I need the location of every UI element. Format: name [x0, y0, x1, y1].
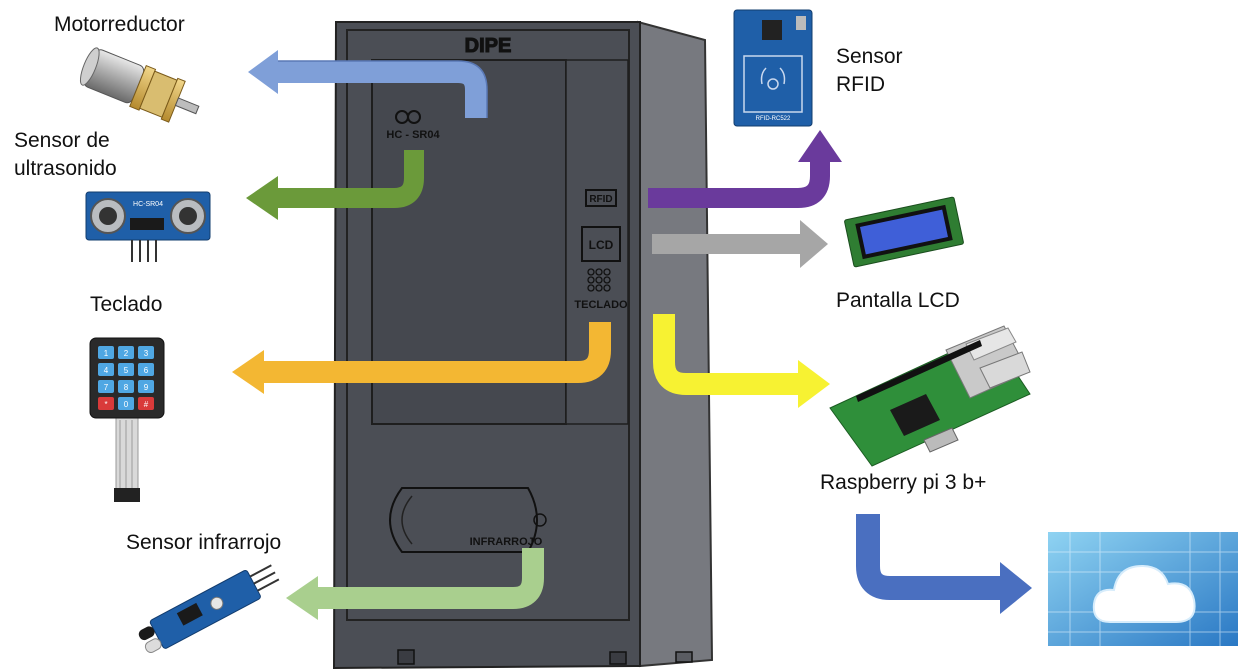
panel-label-keypad: TECLADO	[574, 299, 628, 311]
label-ultrasonic-line1: Sensor de	[14, 128, 110, 154]
panel-label-rfid: RFID	[589, 194, 612, 205]
keypad-key-label: 3	[144, 349, 149, 358]
infrared-image	[135, 558, 282, 657]
ultrasonic-image: HC-SR04	[86, 192, 210, 262]
rfid-board-text: RFID-RC522	[756, 116, 791, 122]
label-raspberry: Raspberry pi 3 b+	[820, 470, 986, 496]
keypad-key-label: *	[104, 400, 107, 409]
keypad-key-label: 8	[124, 383, 129, 392]
arrow-to-cloud	[868, 514, 1032, 614]
keypad-key-label: 7	[104, 383, 109, 392]
keypad-key-label: #	[144, 400, 149, 409]
raspberry-image	[830, 326, 1030, 466]
ultrasonic-board-text: HC-SR04	[133, 201, 163, 208]
panel-label-ultrasonic: HC - SR04	[386, 129, 440, 141]
device-title: DIPE	[465, 35, 512, 57]
keypad-key-label: 5	[124, 366, 129, 375]
label-ultrasonic-line2: ultrasonido	[14, 156, 117, 182]
rfid-image: RFID-RC522	[734, 10, 812, 126]
label-keypad: Teclado	[90, 292, 162, 318]
lcd-image	[844, 197, 964, 267]
label-lcd: Pantalla LCD	[836, 288, 960, 314]
label-rfid-line2: RFID	[836, 72, 885, 98]
keypad-key-label: 9	[144, 383, 149, 392]
label-rfid-line1: Sensor	[836, 44, 903, 70]
keypad-key-label: 0	[124, 400, 129, 409]
panel-label-infrared: INFRARROJO	[470, 536, 543, 548]
label-motor: Motorreductor	[54, 12, 185, 38]
keypad-key-label: 2	[124, 349, 129, 358]
keypad-key-label: 1	[104, 349, 109, 358]
keypad-image: 1 2 3 4 5 6 7 8 9 * 0 #	[90, 338, 164, 502]
cloud-image	[1048, 532, 1238, 646]
motor-image	[76, 44, 206, 130]
panel-label-lcd: LCD	[589, 238, 614, 252]
keypad-key-label: 6	[144, 366, 149, 375]
keypad-key-label: 4	[104, 366, 109, 375]
label-infrared: Sensor infrarrojo	[126, 530, 281, 556]
